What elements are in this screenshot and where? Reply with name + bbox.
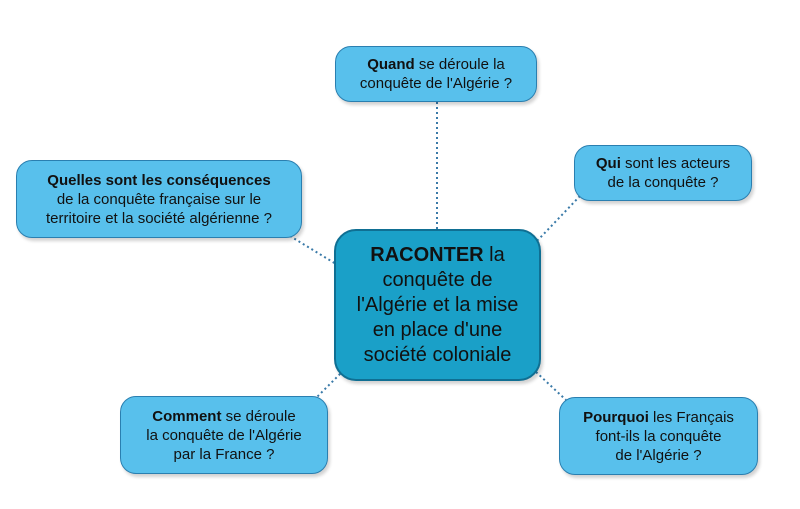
central-topic-rest: la [483,243,505,266]
node-pourquoi-line1: Pourquoi les Français [583,408,734,427]
node-comment-line2: la conquête de l'Algérie [146,426,302,444]
central-topic-line1: RACONTER la [370,243,504,268]
node-pourquoi-rest: les Français [648,408,734,426]
node-pourquoi-bold: Pourquoi [583,408,649,426]
node-pourquoi-line2: font-ils la conquête [595,427,722,445]
connector-comment [313,371,343,401]
node-quand-line2: conquête de l'Algérie ? [359,75,513,92]
central-topic: RACONTER la conquête de l'Algérie et la … [334,229,541,381]
central-topic-bold: RACONTER [370,243,484,266]
node-qui-rest: sont les acteurs [620,155,731,172]
node-consequences-line2: de la conquête française sur le [56,190,262,208]
node-consequences: Quelles sont les conséquences de la conq… [16,160,302,238]
node-consequences-line1: Quelles sont les conséquences [47,171,270,190]
node-quand-rest: se déroule la [414,56,505,73]
central-topic-line4: en place d'une [372,318,503,341]
node-quand-bold: Quand [367,56,415,73]
node-comment-bold: Comment [152,407,222,425]
connector-consequences [289,235,337,265]
central-topic-line2: conquête de [382,268,493,291]
node-qui-line2: de la conquête ? [607,174,719,191]
node-comment-rest: se déroule [221,407,296,425]
node-qui-bold: Qui [595,155,621,172]
node-qui-line1: Qui sont les acteurs [596,154,730,173]
node-comment: Comment se déroule la conquête de l'Algé… [120,396,328,474]
node-consequences-bold: Quelles sont les conséquences [47,171,271,189]
central-topic-line3: l'Algérie et la mise [356,293,519,316]
node-comment-line1: Comment se déroule [152,407,295,426]
node-pourquoi: Pourquoi les Français font-ils la conquê… [559,397,758,475]
node-comment-line3: par la France ? [173,445,275,463]
node-quand-line1: Quand se déroule la [367,55,505,74]
node-pourquoi-line3: de l'Algérie ? [615,446,702,464]
node-quand: Quand se déroule la conquête de l'Algéri… [335,46,537,102]
connector-qui [537,195,581,241]
connector-pourquoi [535,371,567,401]
node-qui: Qui sont les acteurs de la conquête ? [574,145,752,201]
central-topic-line5: société coloniale [363,343,512,366]
node-consequences-line3: territoire et la société algérienne ? [46,209,272,227]
